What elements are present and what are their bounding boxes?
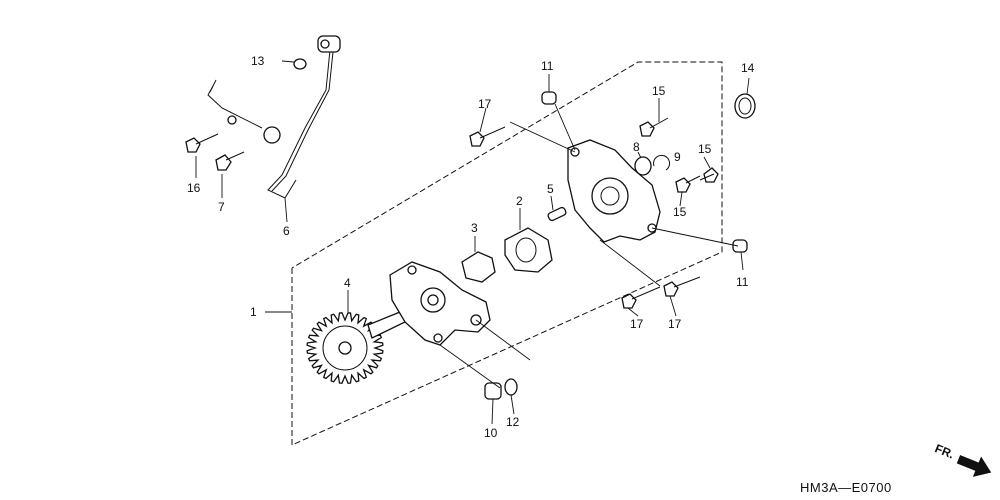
sprocket [306,311,406,384]
bolt-17-top [469,126,506,147]
pump-body [389,261,491,346]
collar-11-top [541,91,557,105]
callout-2: 2 [516,194,523,208]
callout-9: 9 [674,150,681,164]
nut-13 [293,58,307,70]
bolt-17-lower-left [621,286,661,309]
leader-lines [195,60,750,425]
callouts: 1 2 3 4 5 6 7 8 9 10 11 11 12 13 14 15 1… [187,54,755,440]
callout-11-top: 11 [541,59,554,73]
callout-5: 5 [547,182,554,196]
bolt-7 [215,151,245,171]
dowel-pin [547,206,567,222]
callout-10: 10 [484,426,498,440]
callout-15-mid: 15 [673,205,687,219]
assembly-boundary [291,61,723,446]
collar-11-right [732,239,748,253]
washer-8 [634,156,652,176]
pump-cover [567,139,661,243]
drawing-code: HM3A—E0700 [800,480,892,495]
bolt-15-right [699,167,719,183]
callout-15-top: 15 [652,84,666,98]
oil-pipe [207,35,341,199]
front-direction-arrow: FR. [933,441,992,477]
clip-9 [653,154,670,171]
bolt-15-top [639,117,669,137]
callout-17-lower-right: 17 [668,317,682,331]
o-ring-14 [734,93,756,119]
callout-6: 6 [283,224,290,238]
callout-17-lower-left: 17 [630,317,644,331]
callout-3: 3 [471,221,478,235]
callout-1: 1 [250,305,257,319]
callout-13: 13 [251,54,265,68]
direction-label: FR. [933,441,956,461]
callout-16: 16 [187,181,201,195]
collar-10 [484,382,502,400]
callout-15-right: 15 [698,142,712,156]
callout-12: 12 [506,415,520,429]
bolt-17-lower-right [663,276,701,297]
callout-4: 4 [344,276,351,290]
callout-7: 7 [218,200,225,214]
outer-rotor [504,227,553,273]
callout-14: 14 [741,61,755,75]
arrow-icon [956,455,992,477]
bolt-15-mid [675,175,701,193]
ring-12 [504,378,518,396]
callout-8: 8 [633,140,640,154]
callout-11-right: 11 [736,275,749,289]
inner-rotor [461,251,496,283]
callout-17-top: 17 [478,97,492,111]
bolt-16 [185,133,219,153]
